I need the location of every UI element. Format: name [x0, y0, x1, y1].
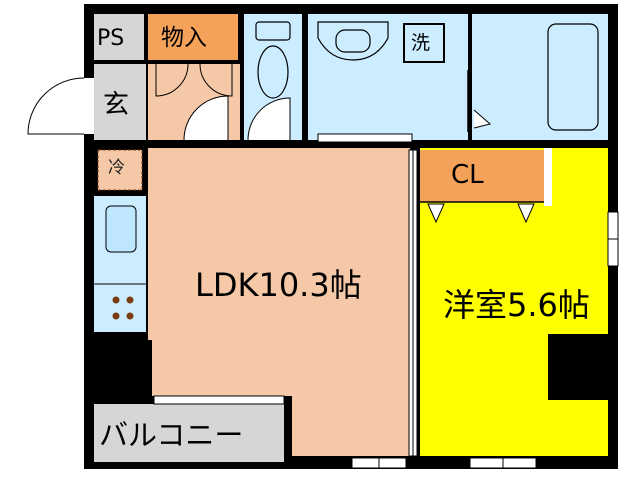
western-room-label: 洋室5.6帖 [443, 286, 590, 324]
washroom-door [317, 133, 413, 143]
balcony-label: バルコニー [99, 418, 244, 452]
entrance-door-gap [84, 78, 94, 134]
hall-door-swing [183, 95, 229, 141]
toilet-bowl-icon [257, 45, 289, 99]
stove-burner [112, 296, 120, 304]
storage-door-swing [199, 63, 233, 97]
stove-burner [126, 296, 134, 304]
balcony [94, 404, 284, 462]
fridge-label: 冷 [108, 158, 125, 178]
western-room-floor [420, 148, 608, 456]
ldk-floor [94, 148, 410, 456]
basin-bowl-icon [335, 29, 371, 53]
stove-burner [112, 312, 120, 320]
washer-icon [403, 23, 445, 63]
closet [420, 150, 544, 202]
bathtub-icon [547, 23, 599, 131]
closet-label: CL [451, 160, 484, 190]
entrance-label: 玄 [103, 90, 130, 120]
storage-room [148, 14, 238, 60]
washer-label: 洗 [411, 32, 431, 54]
fridge-space [97, 149, 143, 191]
toilet-door-swing [247, 97, 291, 141]
storage-label: 物入 [161, 25, 207, 51]
closet-side [544, 148, 552, 206]
stove-burner [126, 312, 134, 320]
entrance-area [94, 64, 146, 140]
sink-icon [105, 205, 137, 253]
bath-door-mark [473, 109, 492, 129]
closet-door-mark [517, 203, 535, 224]
ldk-label: LDK10.3帖 [195, 266, 362, 304]
ps-label: PS [97, 26, 125, 51]
toilet-tank-icon [255, 21, 291, 41]
ps-space [94, 14, 144, 60]
entrance-door-swing [27, 77, 85, 135]
balcony-window [153, 395, 285, 405]
closet-door-mark [427, 203, 445, 224]
storage-door-swing [155, 63, 189, 97]
